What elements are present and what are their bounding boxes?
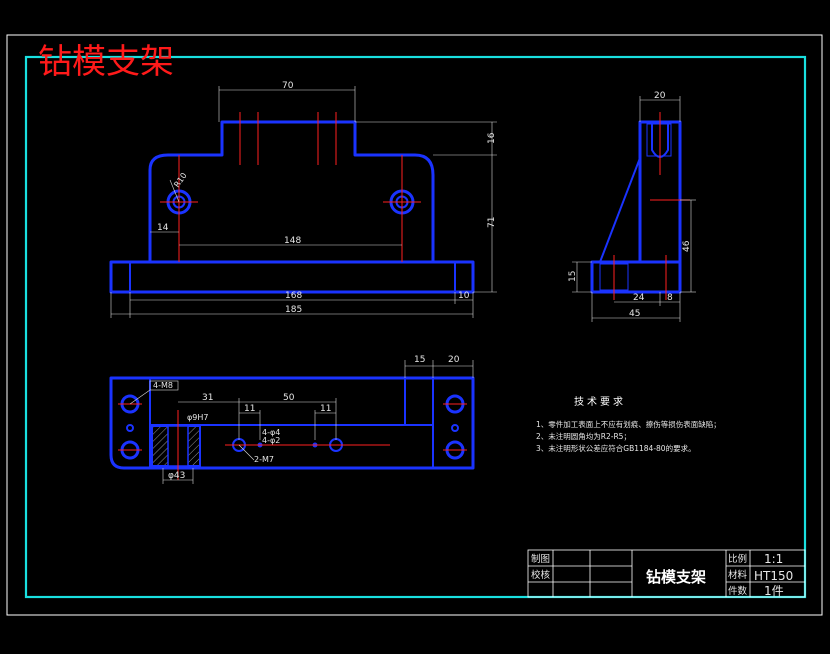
dim-side-width-45: 45	[629, 309, 640, 319]
dim-top-11a: 11	[244, 404, 255, 414]
dim-holes-4phi2: 4-φ2	[262, 436, 280, 445]
outer-frame	[6, 34, 823, 616]
title-block: 制图 校核 钻模支架 比例 1:1 材料 HT150 件数 1件	[527, 549, 806, 598]
side-rib-edge	[599, 157, 641, 263]
dim-top-20: 20	[448, 355, 460, 365]
technical-requirements: 技术要求 1、零件加工表面上不应有划痕、擦伤等损伤表面缺陷； 2、未注明圆角均为…	[536, 395, 721, 453]
tb-qty-value: 1件	[764, 584, 784, 598]
tb-checked-label: 校核	[531, 569, 551, 581]
dim-side-base-24: 24	[633, 293, 645, 303]
front-body-outline	[148, 120, 435, 262]
dim-overall-185: 185	[285, 305, 302, 315]
tb-qty-label: 件数	[728, 585, 748, 597]
dim-line	[169, 179, 180, 203]
front-base-outline	[109, 260, 475, 294]
dim-side-base-15: 15	[568, 271, 578, 282]
dim-top-11b: 11	[320, 404, 331, 414]
dim-side-base-8: 8	[667, 293, 673, 303]
dim-top-step: 16	[487, 132, 497, 144]
tech-item-2: 2、未注明圆角均为R2-R5；	[536, 431, 631, 441]
dim-bore: φ9H7	[187, 413, 208, 422]
tb-part-name: 钻模支架	[646, 568, 706, 586]
leader-line	[129, 389, 151, 405]
drawing-title: 钻模支架	[38, 42, 174, 82]
front-view: 70 16 71 R10 14 148 168 10 185	[109, 81, 497, 318]
title-block-frame	[527, 549, 806, 598]
tech-title: 技术要求	[574, 395, 626, 408]
top-view: 15 20 4-M8 31 50 11 11 φ9H7 4-φ4 4-φ2 2-…	[109, 355, 475, 484]
dim-base-168: 168	[285, 291, 302, 301]
top-small-hole	[451, 424, 459, 432]
dim-holes-4phi4: 4-φ4	[262, 428, 280, 437]
dim-base-10: 10	[458, 291, 470, 301]
side-base-outline	[590, 260, 682, 294]
label-box	[149, 380, 179, 391]
top-outline	[109, 376, 475, 470]
tb-drawn-label: 制图	[531, 553, 550, 565]
dim-offset-14: 14	[157, 223, 169, 233]
side-upright-outline	[638, 120, 682, 264]
dim-top-50: 50	[283, 393, 295, 403]
top-small-hole	[126, 424, 134, 432]
dim-dia-43: φ43	[168, 471, 185, 481]
dim-side-height-46: 46	[682, 240, 692, 252]
side-bore	[646, 123, 672, 157]
leader-line	[238, 444, 255, 461]
tech-item-1: 1、零件加工表面上不应有划痕、擦伤等损伤表面缺陷；	[536, 419, 721, 429]
tech-item-3: 3、未注明形状公差应符合GB1184-80的要求。	[536, 443, 696, 453]
inner-border	[24, 55, 807, 599]
dim-height-71: 71	[487, 217, 497, 228]
tb-material-label: 材料	[728, 569, 748, 581]
dim-top-31: 31	[202, 393, 213, 403]
tb-scale-value: 1:1	[764, 552, 783, 566]
dim-hole-radius: R10	[172, 171, 188, 189]
dim-hole-spacing: 148	[284, 236, 301, 246]
dim-holes-4m8: 4-M8	[153, 381, 173, 390]
dim-side-top-20: 20	[654, 91, 666, 101]
dim-top-15: 15	[414, 355, 425, 365]
tb-scale-label: 比例	[728, 553, 747, 565]
tb-material-value: HT150	[754, 569, 793, 583]
dim-holes-2m7: 2-M7	[254, 455, 274, 464]
side-view: 20 46 15 24 8 45	[568, 91, 696, 322]
dim-top-width: 70	[282, 81, 294, 91]
